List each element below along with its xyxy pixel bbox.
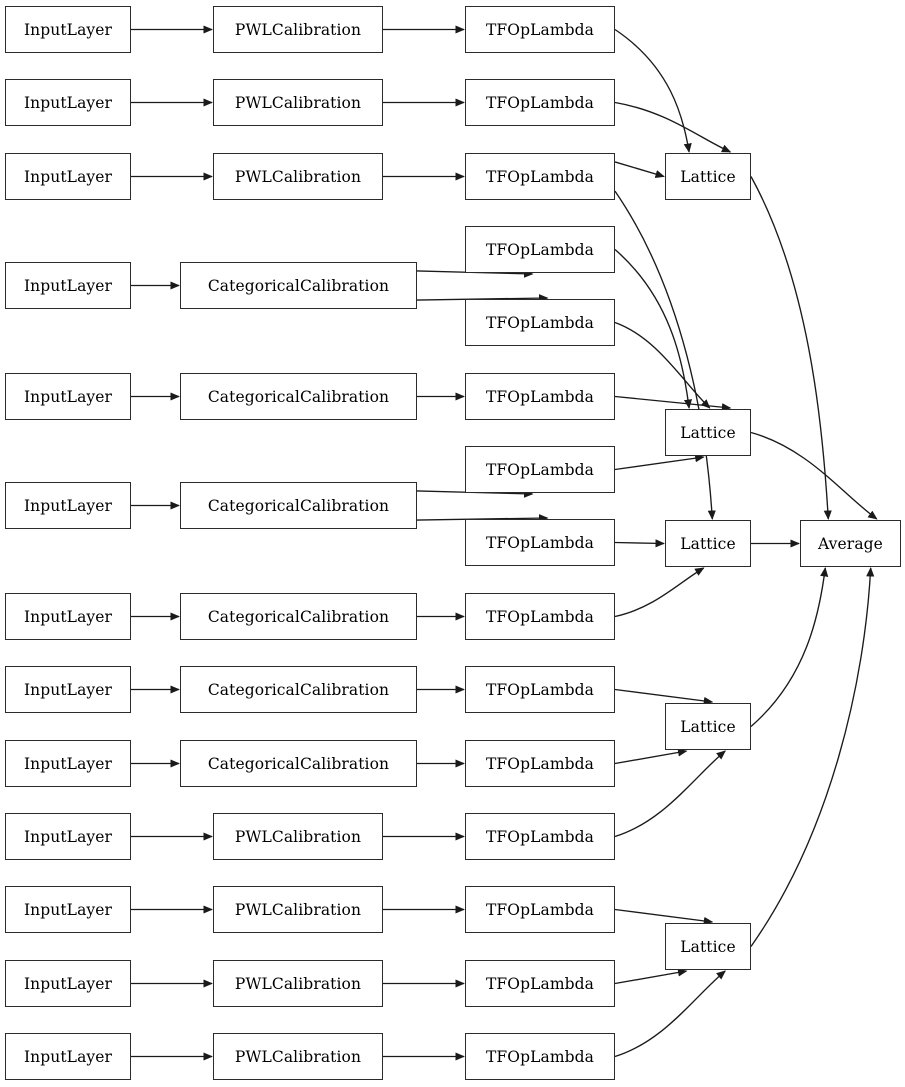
node-cal5[interactable]: CategoricalCalibration (180, 482, 417, 529)
edge-lam14-to-lat4 (614, 970, 726, 1058)
edge-lam2-to-lat2 (614, 190, 716, 520)
node-cal11[interactable]: PWLCalibration (213, 960, 383, 1007)
node-in2[interactable]: InputLayer (5, 153, 131, 200)
node-in12[interactable]: InputLayer (5, 1033, 131, 1080)
node-lat4[interactable]: Lattice (665, 923, 751, 970)
node-in5[interactable]: InputLayer (5, 482, 131, 529)
node-cal7[interactable]: CategoricalCalibration (180, 666, 417, 713)
edge-lat0-to-avg (750, 176, 832, 520)
node-lam8[interactable]: TFOpLambda (465, 593, 615, 640)
node-lam9[interactable]: TFOpLambda (465, 666, 615, 713)
edge-lam4-to-lat1 (614, 321, 711, 409)
node-lam5[interactable]: TFOpLambda (465, 373, 615, 420)
node-cal12[interactable]: PWLCalibration (213, 1033, 383, 1080)
node-cal4[interactable]: CategoricalCalibration (180, 373, 417, 420)
node-lam11[interactable]: TFOpLambda (465, 813, 615, 860)
node-in7[interactable]: InputLayer (5, 666, 131, 713)
edge-lam9-to-lat3 (614, 688, 714, 705)
node-lat1[interactable]: Lattice (665, 409, 751, 456)
node-lam13[interactable]: TFOpLambda (465, 960, 615, 1007)
node-lam0[interactable]: TFOpLambda (465, 6, 615, 53)
node-cal2[interactable]: PWLCalibration (213, 153, 383, 200)
edge-lam8-to-lat2 (614, 567, 705, 618)
node-cal3[interactable]: CategoricalCalibration (180, 262, 417, 309)
edge-lam12-to-lat4 (614, 908, 714, 925)
edge-lam7-to-lat2 (614, 539, 665, 548)
edge-lat1-to-avg (750, 431, 878, 520)
node-lam1[interactable]: TFOpLambda (465, 79, 615, 126)
node-cal0[interactable]: PWLCalibration (213, 6, 383, 53)
edge-lam11-to-lat3 (614, 750, 726, 838)
node-in3[interactable]: InputLayer (5, 262, 131, 309)
node-in8[interactable]: InputLayer (5, 740, 131, 787)
node-lam7[interactable]: TFOpLambda (465, 519, 615, 566)
node-in0[interactable]: InputLayer (5, 6, 131, 53)
node-in9[interactable]: InputLayer (5, 813, 131, 860)
edge-lam13-to-lat4 (614, 968, 688, 985)
edge-lam2-to-lat0 (614, 161, 665, 178)
edge-lam1-to-lat0 (614, 101, 732, 153)
node-cal10[interactable]: PWLCalibration (213, 886, 383, 933)
edge-lat3-to-avg (750, 567, 829, 728)
node-lat0[interactable]: Lattice (665, 153, 751, 200)
node-in6[interactable]: InputLayer (5, 593, 131, 640)
edge-lam0-to-lat0 (614, 28, 692, 153)
node-lam14[interactable]: TFOpLambda (465, 1033, 615, 1080)
node-cal9[interactable]: PWLCalibration (213, 813, 383, 860)
node-lat2[interactable]: Lattice (665, 520, 751, 567)
edge-lat4-to-avg (750, 567, 875, 947)
node-lat3[interactable]: Lattice (665, 703, 751, 750)
node-cal8[interactable]: CategoricalCalibration (180, 740, 417, 787)
node-lam2[interactable]: TFOpLambda (465, 153, 615, 200)
node-lam6[interactable]: TFOpLambda (465, 446, 615, 493)
edge-lam6-to-lat1 (614, 454, 705, 471)
node-lam12[interactable]: TFOpLambda (465, 886, 615, 933)
node-in11[interactable]: InputLayer (5, 960, 131, 1007)
node-in10[interactable]: InputLayer (5, 886, 131, 933)
edge-lam5-to-lat1 (614, 395, 732, 412)
node-lam4[interactable]: TFOpLambda (465, 299, 615, 346)
node-cal6[interactable]: CategoricalCalibration (180, 593, 417, 640)
node-cal1[interactable]: PWLCalibration (213, 79, 383, 126)
node-lam10[interactable]: TFOpLambda (465, 740, 615, 787)
node-lam3[interactable]: TFOpLambda (465, 226, 615, 273)
edge-lam3-to-lat1 (614, 248, 693, 409)
node-in4[interactable]: InputLayer (5, 373, 131, 420)
edge-lam10-to-lat3 (614, 748, 688, 765)
node-avg[interactable]: Average (800, 520, 901, 567)
edges (131, 25, 878, 1061)
node-in1[interactable]: InputLayer (5, 79, 131, 126)
